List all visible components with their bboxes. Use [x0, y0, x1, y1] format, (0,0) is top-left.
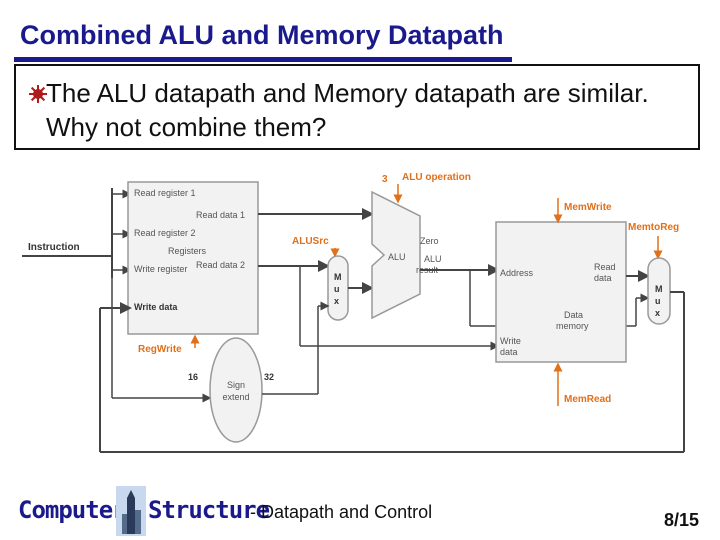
footer-subtitle: - Datapath and Control — [250, 502, 433, 522]
data-label: Data — [564, 310, 583, 320]
regwrite-label: RegWrite — [138, 344, 182, 355]
registers-block — [127, 181, 259, 335]
building-icon — [116, 486, 146, 536]
alusrc-label: ALUSrc — [292, 236, 329, 247]
sign-extend-block — [209, 337, 263, 443]
write-reg-label: Write register — [134, 264, 187, 274]
mux1-m: M — [334, 272, 342, 282]
mux1-x: x — [334, 296, 339, 306]
bits16-label: 16 — [188, 372, 198, 382]
mux1-u: u — [334, 284, 340, 294]
alu-op-num: 3 — [382, 174, 388, 185]
svg-text:Mux: Mux — [655, 284, 663, 318]
data-memory-block — [495, 221, 627, 363]
read-reg1-label: Read register 1 — [134, 188, 196, 198]
memory-label: memory — [556, 321, 589, 331]
mem-wdata-label: data — [500, 347, 518, 357]
svg-text:Read register 1: Read register 1 — [134, 188, 196, 198]
instruction-label: Instruction — [28, 242, 80, 253]
bullet-box: The ALU datapath and Memory datapath are… — [14, 64, 700, 150]
footer-structure: Structure — [148, 496, 270, 524]
memread-label: MemRead — [564, 394, 611, 405]
memtoreg-label: MemtoReg — [628, 222, 679, 233]
bullet-text: The ALU datapath and Memory datapath are… — [46, 78, 649, 142]
sign-label: Sign — [227, 380, 245, 390]
registers-label: Registers — [168, 246, 207, 256]
write-data-label: Write data — [134, 302, 178, 312]
slide-title: Combined ALU and Memory Datapath — [20, 20, 504, 50]
mem-read-label: Read — [594, 262, 616, 272]
alu-operation-label: ALU operation — [402, 172, 471, 183]
mux2-m: M — [655, 284, 663, 294]
svg-text:Mux: Mux — [334, 272, 342, 306]
mem-write-label: Write — [500, 336, 521, 346]
page-number: 8/15 — [664, 510, 700, 530]
title-underline — [14, 57, 512, 62]
read-data1-label: Read data 1 — [196, 210, 245, 220]
alu-result-alu: ALU — [424, 254, 442, 264]
bullet-icon — [29, 85, 47, 103]
mux2-x: x — [655, 308, 660, 318]
mem-data-label: data — [594, 273, 612, 283]
alu-block — [371, 190, 421, 320]
read-reg2-label: Read register 2 — [134, 228, 196, 238]
mux2-u: u — [655, 296, 661, 306]
footer-computer: Computer — [18, 496, 127, 524]
datapath-diagram: Instruction Read register 1 Read registe… — [22, 172, 685, 453]
address-label: Address — [500, 268, 534, 278]
extend-label: extend — [222, 392, 249, 402]
memwrite-label: MemWrite — [564, 202, 612, 213]
read-data2-label: Read data 2 — [196, 260, 245, 270]
alu-label: ALU — [388, 252, 406, 262]
bits32-label: 32 — [264, 372, 274, 382]
zero-label: Zero — [420, 236, 439, 246]
